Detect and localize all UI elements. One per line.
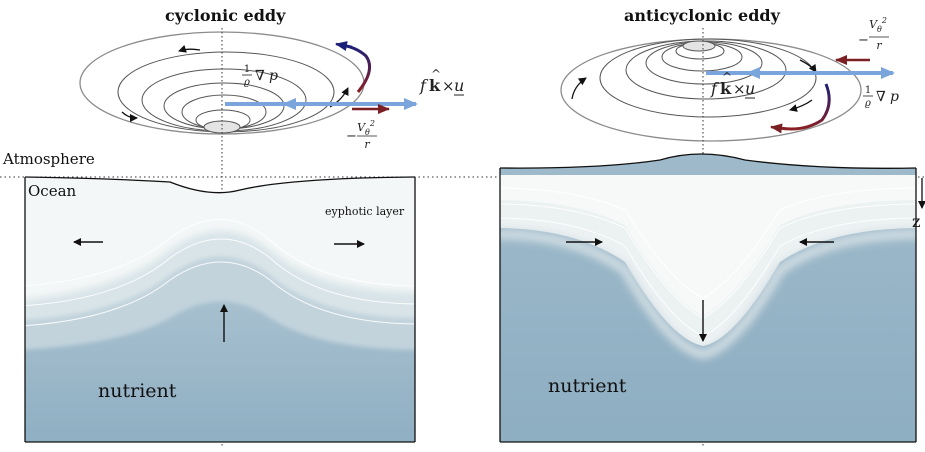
svg-text:ϱ: ϱ <box>244 77 250 88</box>
svg-text:p: p <box>890 89 899 105</box>
svg-text:u: u <box>745 79 755 98</box>
pressure-gradient-label-left: 1 ϱ ∇ p <box>242 64 278 88</box>
svg-text:k: k <box>429 76 441 95</box>
euphotic-layer-label: eyphotic layer <box>325 205 405 218</box>
ocean-label: Ocean <box>28 182 77 200</box>
svg-text:f: f <box>710 79 720 98</box>
svg-text:−: − <box>346 129 357 144</box>
cyclonic-ocean-section <box>24 176 416 443</box>
svg-text:u: u <box>454 76 464 95</box>
svg-text:∇: ∇ <box>876 89 886 105</box>
nutrient-label-left: nutrient <box>98 380 177 402</box>
centrifugal-label-right: − Vθ2 r <box>858 16 889 52</box>
cyclonic-title: cyclonic eddy <box>165 6 286 25</box>
svg-text:Vθ2: Vθ2 <box>357 119 375 137</box>
svg-text:^: ^ <box>431 67 441 81</box>
atmosphere-label: Atmosphere <box>3 150 95 168</box>
pressure-gradient-label-right: 1 ϱ ∇ p <box>863 85 899 109</box>
coriolis-label-right: f k ^ × u <box>710 70 755 99</box>
cyclonic-vortex <box>79 31 418 135</box>
svg-text:p: p <box>269 68 278 84</box>
anticyclonic-ocean-section <box>499 153 917 443</box>
svg-text:∇: ∇ <box>255 68 265 84</box>
anticyclonic-vortex <box>560 38 895 142</box>
svg-text:^: ^ <box>722 70 732 84</box>
svg-text:Vθ2: Vθ2 <box>869 16 887 34</box>
svg-text:r: r <box>876 39 882 52</box>
svg-text:1: 1 <box>244 64 250 75</box>
nutrient-label-right: nutrient <box>548 375 627 397</box>
svg-text:×: × <box>442 77 455 95</box>
svg-text:r: r <box>364 138 370 151</box>
svg-text:f: f <box>419 76 429 95</box>
anticyclonic-title: anticyclonic eddy <box>624 6 780 25</box>
svg-text:1: 1 <box>865 85 871 96</box>
svg-text:−: − <box>858 33 869 48</box>
coriolis-label-left: f k ^ × u <box>419 67 464 96</box>
svg-text:×: × <box>733 80 746 98</box>
svg-text:ϱ: ϱ <box>865 98 871 109</box>
svg-text:k: k <box>720 79 732 98</box>
z-axis-label: z <box>912 212 921 231</box>
centrifugal-label-left: − Vθ2 r <box>346 119 377 151</box>
